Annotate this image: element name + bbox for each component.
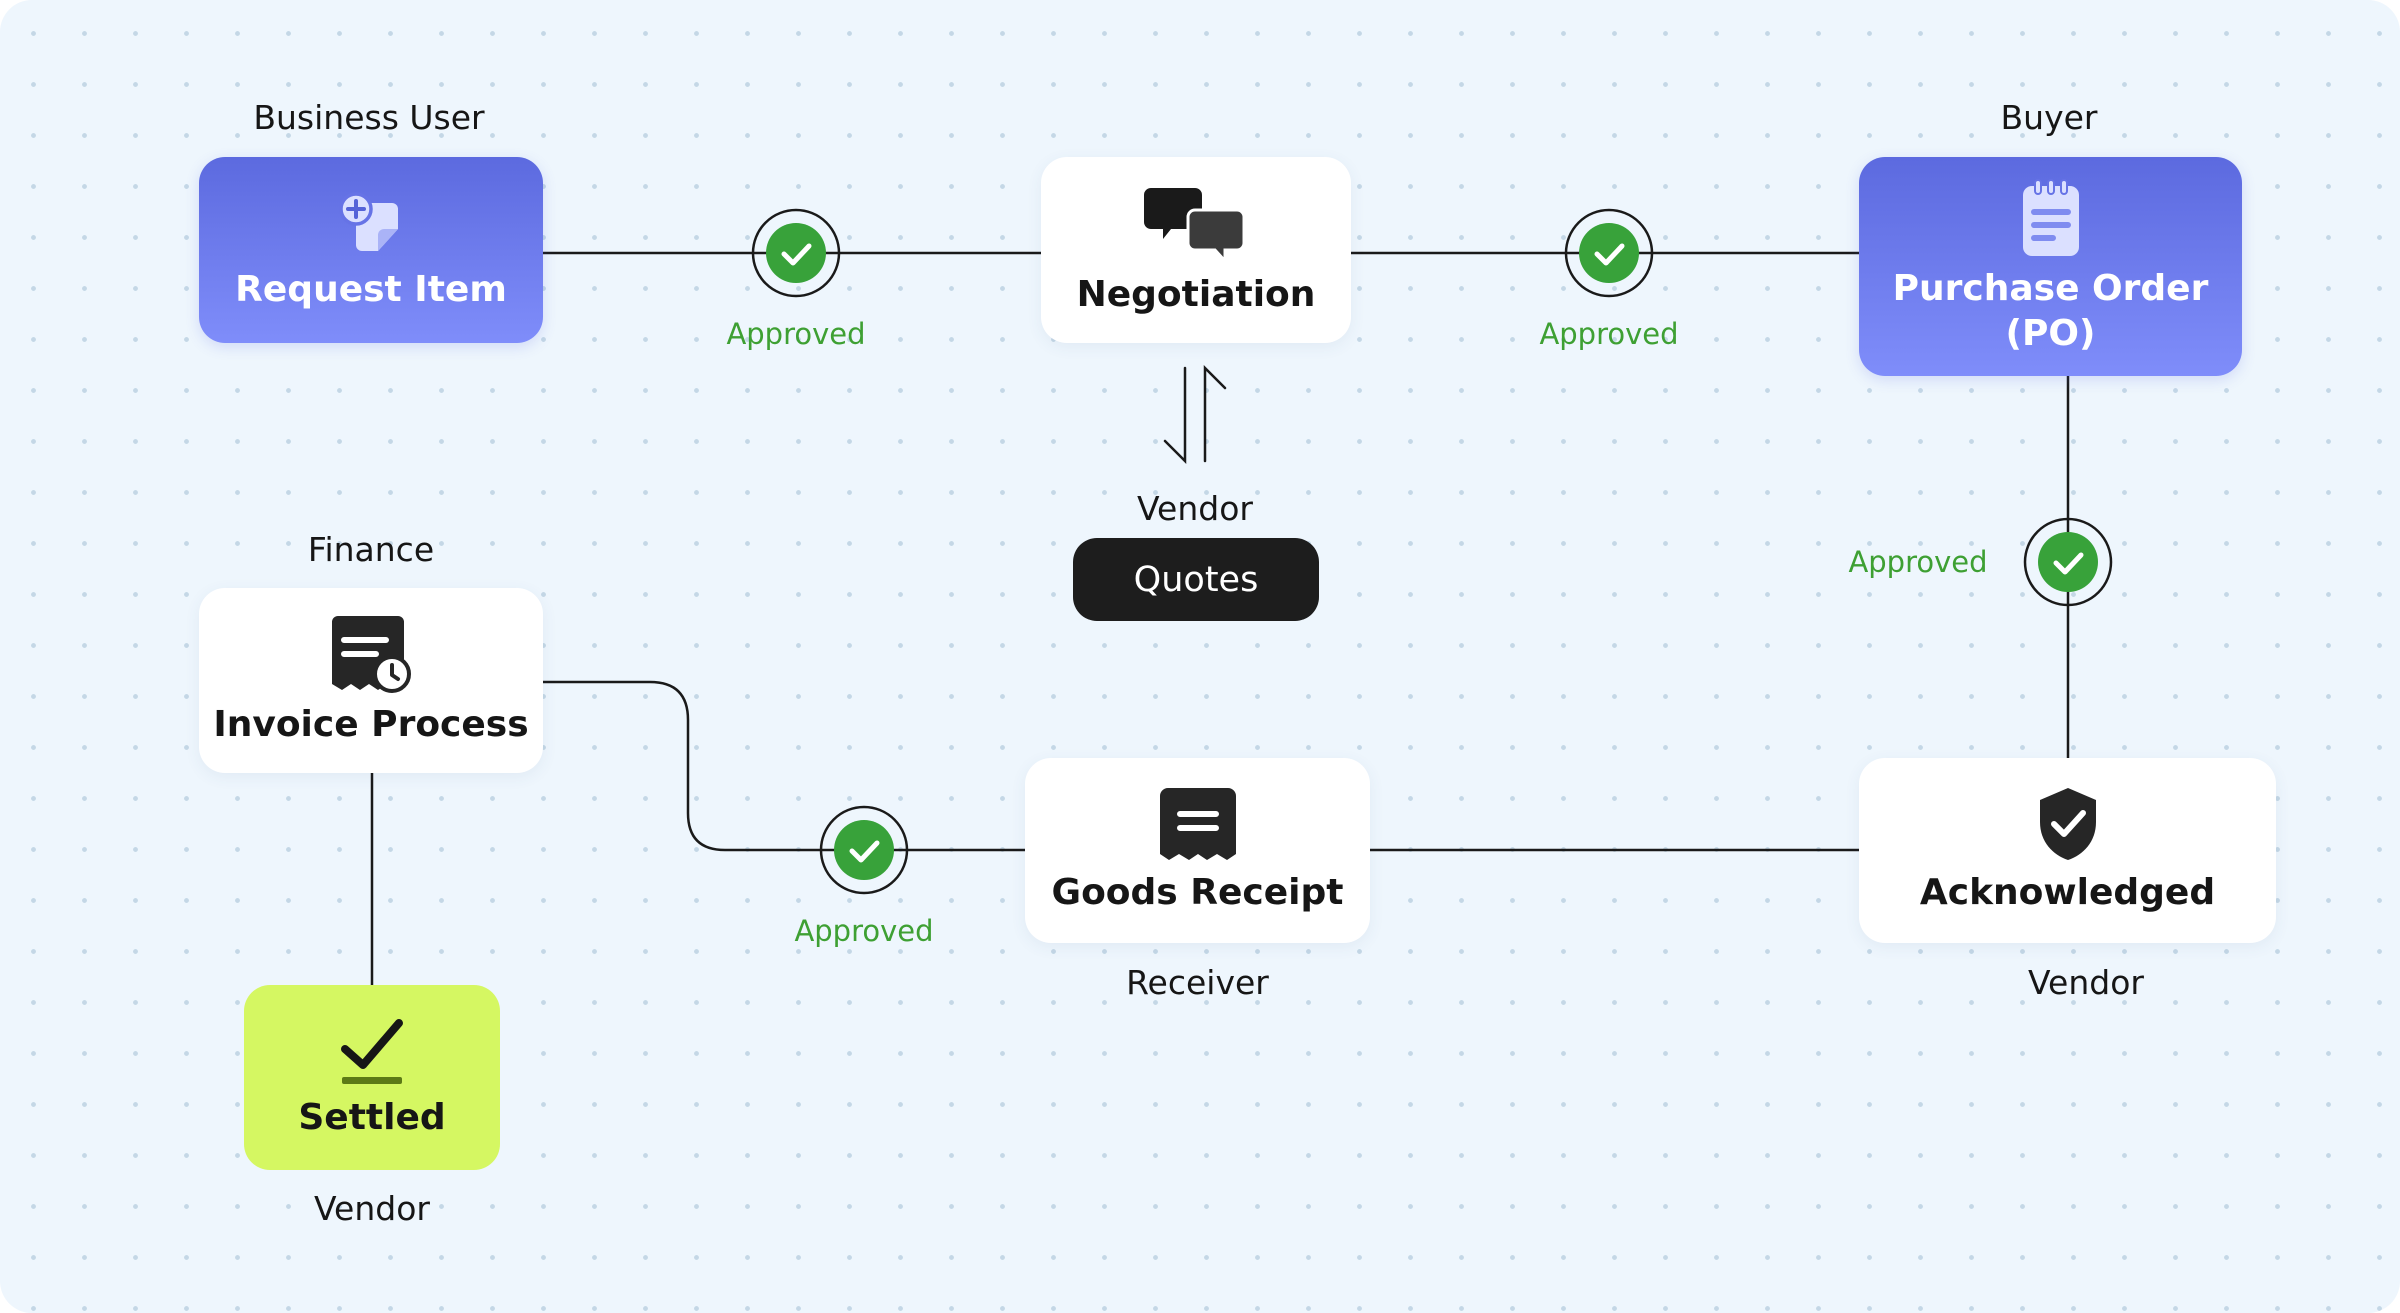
chat-bubbles-icon [1144,187,1246,264]
role-business-user: Business User [253,98,485,137]
approved-label-negotiation-po: Approved [1539,317,1679,351]
role-vendor-settled: Vendor [314,1189,430,1228]
purchase-order-node[interactable]: Purchase Order (PO) [1859,157,2242,376]
swap-arrows-icon [1163,364,1227,465]
role-vendor-quotes: Vendor [1137,489,1253,528]
invoice-clock-icon [332,616,411,693]
role-receiver: Receiver [1126,963,1269,1002]
connector-receipt-invoice [543,680,1025,852]
settled-node[interactable]: Settled [244,985,500,1170]
approved-label-request-negotiation: Approved [726,317,866,351]
shield-check-icon [2039,788,2096,860]
add-document-icon [339,191,398,251]
approved-badge-icon [751,208,841,298]
approved-badge-icon [819,805,909,895]
negotiation-node[interactable]: Negotiation [1041,157,1351,343]
role-vendor-acknowledged: Vendor [2028,963,2144,1002]
acknowledged-node[interactable]: Acknowledged [1859,758,2276,943]
acknowledged-title: Acknowledged [1919,872,2216,913]
goods-receipt-title: Goods Receipt [1051,872,1344,913]
purchase-order-subtitle: (PO) [2005,312,2096,354]
approved-badge-icon [1564,208,1654,298]
purchase-order-title: Purchase Order [1892,267,2209,309]
settled-title: Settled [298,1097,446,1138]
request-item-node[interactable]: Request Item [199,157,543,343]
checkmark-underline-icon [341,1019,403,1084]
approved-label-po-acknowledged: Approved [1848,545,1988,579]
receipt-icon [1159,788,1236,860]
quotes-label: Quotes [1133,559,1259,600]
request-item-title: Request Item [235,268,507,310]
invoice-process-title: Invoice Process [213,704,529,745]
approved-badge-icon [2023,517,2113,607]
role-finance: Finance [307,530,435,569]
approved-label-receipt-invoice: Approved [794,914,934,948]
role-buyer: Buyer [2000,98,2098,137]
quotes-button[interactable]: Quotes [1073,538,1319,621]
clipboard-icon [2022,178,2079,256]
invoice-process-node[interactable]: Invoice Process [199,588,543,773]
negotiation-title: Negotiation [1076,273,1316,315]
goods-receipt-node[interactable]: Goods Receipt [1025,758,1370,943]
